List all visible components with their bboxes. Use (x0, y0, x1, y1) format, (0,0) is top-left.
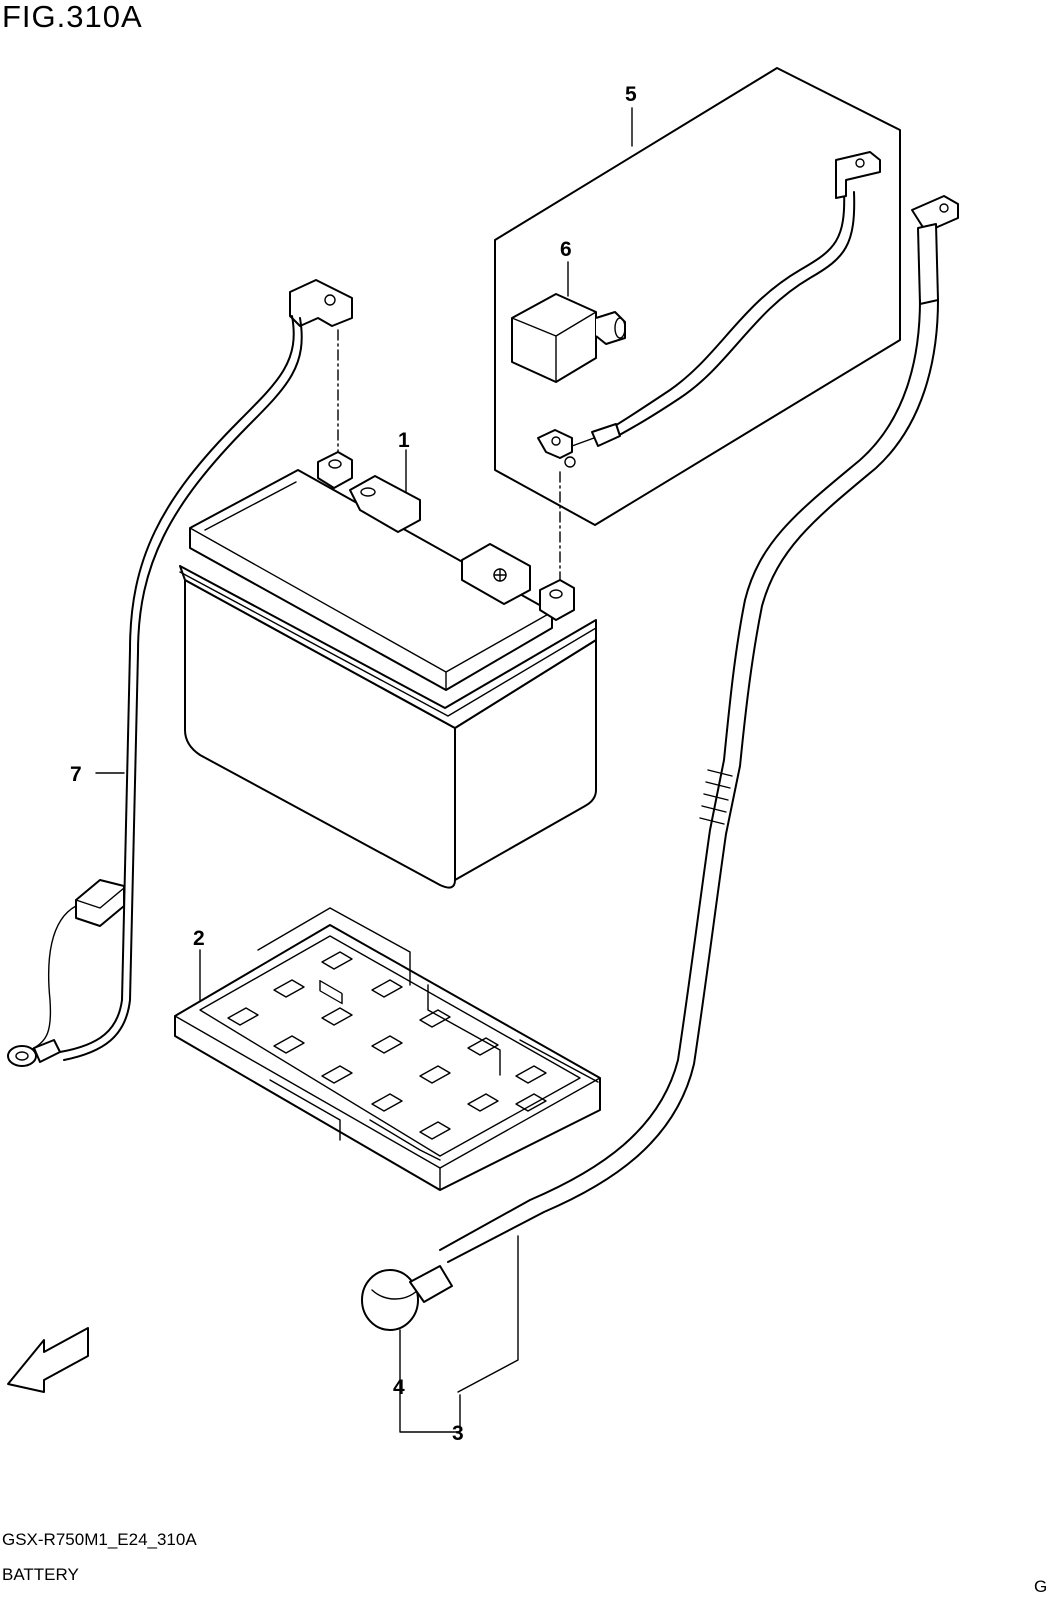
callout-5: 5 (625, 83, 637, 106)
callout-6: 6 (560, 238, 572, 261)
terminal-cover (511, 293, 626, 383)
battery-tray (174, 907, 601, 1191)
tray-slots (227, 951, 547, 1140)
figure-caption: BATTERY (2, 1565, 79, 1584)
battery-cable (361, 195, 959, 1331)
starter-cable-set-box (494, 67, 901, 526)
starter-cable (537, 151, 881, 468)
figure-title: FIG.310A (2, 0, 143, 34)
callout-1: 1 (398, 429, 410, 452)
battery (179, 451, 597, 889)
callout-2: 2 (193, 927, 205, 950)
ground-lead (7, 279, 353, 1067)
callout-3: 3 (452, 1422, 464, 1445)
figure-code: GSX-R750M1_E24_310A (2, 1530, 197, 1549)
callout-4: 4 (393, 1376, 405, 1399)
fwd-arrow-icon: FWD (7, 1327, 89, 1393)
callout-7: 7 (70, 763, 82, 786)
corner-mark: G (1034, 1577, 1048, 1596)
